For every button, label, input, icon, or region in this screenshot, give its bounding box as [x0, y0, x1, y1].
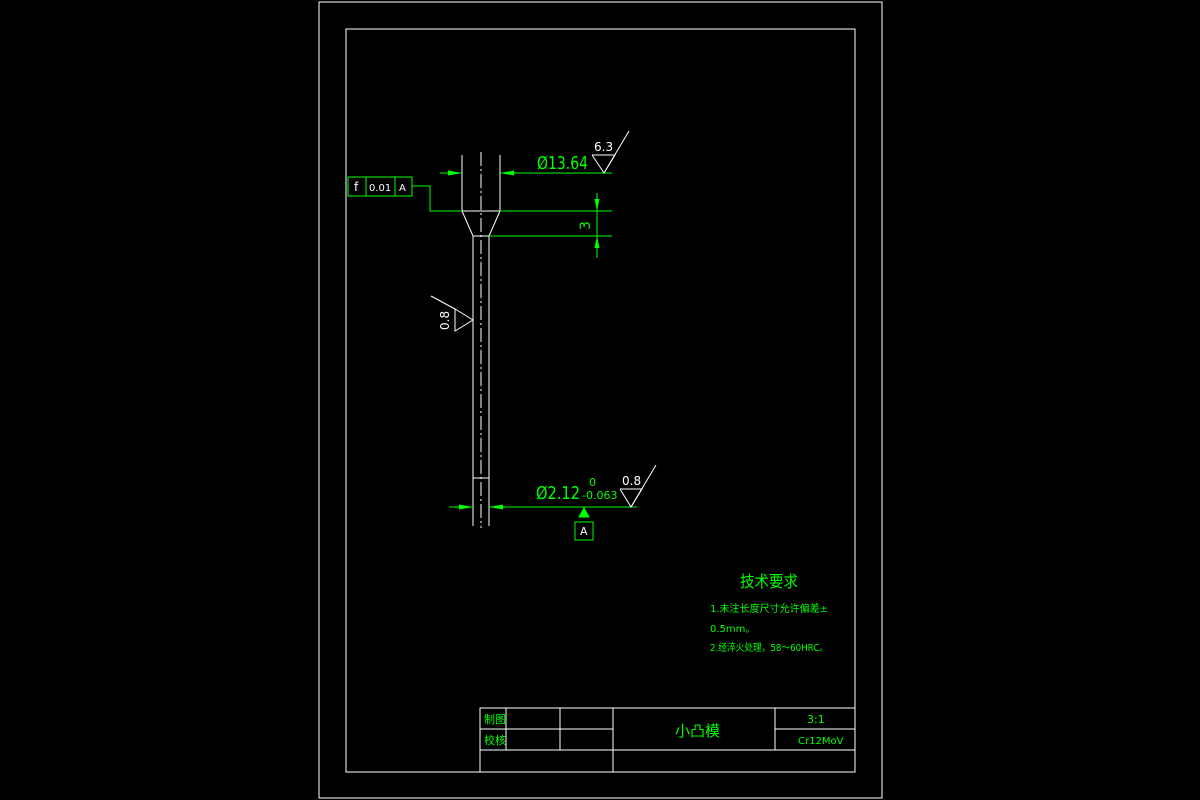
notes-line-3: 2.经淬火处理，58～60HRC。 — [710, 641, 828, 654]
title-block-drawn-label: 制图 — [484, 713, 506, 726]
roughness-symbol-tip — [619, 464, 657, 508]
datum-marker — [574, 506, 594, 541]
gt-symbol: f — [354, 180, 359, 194]
title-block — [479, 707, 856, 773]
title-block-checked-label: 校核 — [484, 733, 506, 747]
notes-title: 技术要求 — [740, 572, 798, 591]
roughness-head-label: 6.3 — [594, 140, 613, 154]
shank-tol-upper: 0 — [589, 476, 596, 489]
title-block-part-name: 小凸模 — [675, 722, 720, 740]
shank-tol-lower: -0.063 — [582, 489, 617, 502]
title-block-material: Cr12MoV — [798, 736, 844, 747]
notes-line-2: 0.5mm。 — [710, 624, 755, 635]
head-diameter-label: Ø13.64 — [537, 153, 588, 174]
geometric-tolerance-frame — [347, 176, 462, 212]
notes-line-1: 1.未注长度尺寸允许偏差± — [710, 602, 828, 615]
shank-diameter-label: Ø2.12 — [536, 483, 580, 504]
gt-datum: A — [399, 183, 406, 194]
roughness-tip-label: 0.8 — [622, 474, 641, 488]
punch-outline — [461, 155, 501, 526]
gt-value: 0.01 — [369, 183, 391, 194]
shank-diameter-dimension — [449, 504, 637, 510]
head-diameter-dimension — [440, 170, 612, 176]
roughness-symbol-shank — [430, 295, 474, 332]
roughness-shank-label: 0.8 — [438, 311, 452, 330]
head-height-label: 3 — [578, 221, 594, 230]
datum-label: A — [580, 525, 588, 538]
outer-frame — [318, 1, 883, 799]
head-height-dimension — [489, 193, 612, 258]
roughness-symbol-head — [591, 130, 630, 174]
title-block-scale: 3:1 — [807, 713, 825, 726]
